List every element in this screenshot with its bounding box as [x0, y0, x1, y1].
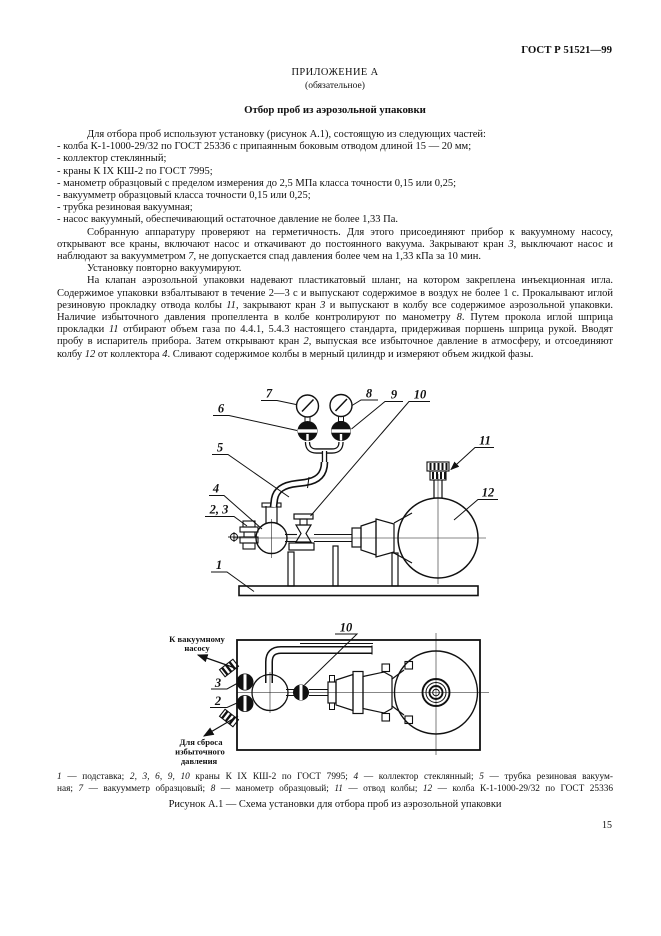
list-item: - насос вакуумный, обеспечивающий остато… — [57, 214, 398, 226]
hose-barb-relief — [218, 708, 240, 728]
flask-outlet-cap-11 — [426, 461, 450, 481]
appendix-title: Отбор проб из аэрозольной упаковки — [244, 104, 426, 116]
callout-1: 1 — [216, 558, 222, 572]
legend-line: ная; 7 — вакуумметр образцовый; 8 — мано… — [57, 784, 614, 794]
support-post — [332, 545, 339, 587]
base-plate-plan — [236, 639, 481, 751]
relief-label-line3: давления — [181, 756, 218, 766]
callout-7: 7 — [266, 387, 273, 401]
relief-label-line1: Для сброса — [179, 737, 223, 747]
callout-8: 8 — [366, 387, 373, 401]
ground-joint — [351, 518, 395, 558]
vacuum-gauge-7 — [295, 394, 320, 418]
callout-11: 11 — [479, 434, 491, 448]
callout-10: 10 — [414, 388, 427, 402]
vacuum-line-plan — [265, 643, 373, 683]
callout-2-3: 2, 3 — [209, 503, 229, 517]
plan-view-callouts: 10 3 2 — [210, 621, 359, 708]
list-item: - манометр образцовый с пределом измерен… — [57, 177, 457, 189]
list-item: - краны К IX КШ-2 по ГОСТ 7995; — [57, 165, 213, 177]
figure-legend: 1 — подставка; 2, 3, 6, 9, 10 краны К IX… — [57, 771, 613, 795]
relief-label-line2: избыточного — [175, 747, 225, 757]
vacuum-pump-label-line2: насосу — [184, 643, 210, 653]
figure-caption: Рисунок А.1 — Схема установки для отбора… — [168, 799, 502, 810]
intro-paragraph: Для отбора проб используют установку (ри… — [87, 129, 486, 140]
callout-10-plan: 10 — [340, 621, 353, 635]
valve-6 — [297, 421, 318, 441]
appendix-label: ПРИЛОЖЕНИЕ А — [291, 67, 379, 78]
pressure-gauge-8 — [329, 393, 353, 418]
vacuum-pump-label-line1: К вакуумному — [169, 634, 225, 644]
valve-2-plan — [236, 695, 254, 712]
list-item: - коллектор стеклянный; — [57, 153, 167, 165]
list-item: - колба К-1-1000-29/32 по ГОСТ 25336 с п… — [57, 141, 472, 153]
standard-designation: ГОСТ Р 51521—99 — [521, 44, 612, 56]
list-item: - трубка резиновая вакуумная; — [57, 202, 193, 214]
valve-10-side — [288, 513, 315, 551]
valves-2-3-side — [228, 520, 259, 550]
callout-12: 12 — [482, 486, 495, 500]
valve-9 — [331, 421, 351, 441]
rubber-tube-5 — [269, 461, 329, 508]
body-text: Для отбора проб используют установку (ри… — [57, 129, 613, 361]
list-item: - вакуумметр образцовый класса точности … — [57, 190, 311, 202]
support-post — [391, 552, 399, 587]
page-number: 15 — [602, 820, 612, 831]
callout-9: 9 — [391, 388, 398, 402]
plan-view-diagram: К вакуумному насосу Для сброса избыточно… — [169, 621, 489, 766]
paragraph-revacuum: Установку повторно вакуумируют. — [87, 263, 242, 275]
paragraph-leak-test: Собранную аппаратуру проверяют на гермет… — [57, 226, 613, 263]
paragraph-sampling: На клапан аэрозольной упаковки надевают … — [57, 275, 614, 360]
side-view-diagram: 6 7 8 9 10 5 4 2, 3 1 11 12 — [205, 387, 498, 597]
callout-6: 6 — [218, 402, 225, 416]
base-plate — [238, 585, 479, 597]
callout-2-plan: 2 — [214, 694, 221, 708]
vacuum-flow-arrow — [196, 654, 239, 670]
valve-10-plan — [293, 684, 309, 701]
legend-line: 1 — подставка; 2, 3, 6, 9, 10 краны К IX… — [57, 772, 614, 782]
callout-4: 4 — [212, 482, 219, 496]
valve-3-plan — [236, 673, 254, 691]
appendix-status: (обязательное) — [305, 80, 365, 91]
figure-a1-schematic: 6 7 8 9 10 5 4 2, 3 1 11 12 — [169, 387, 498, 766]
callout-5: 5 — [217, 441, 223, 455]
callout-3-plan: 3 — [214, 676, 221, 690]
relief-flow-arrow — [202, 715, 239, 737]
side-view-callouts: 6 7 8 9 10 5 4 2, 3 1 11 12 — [205, 387, 498, 592]
support-post — [287, 551, 295, 587]
